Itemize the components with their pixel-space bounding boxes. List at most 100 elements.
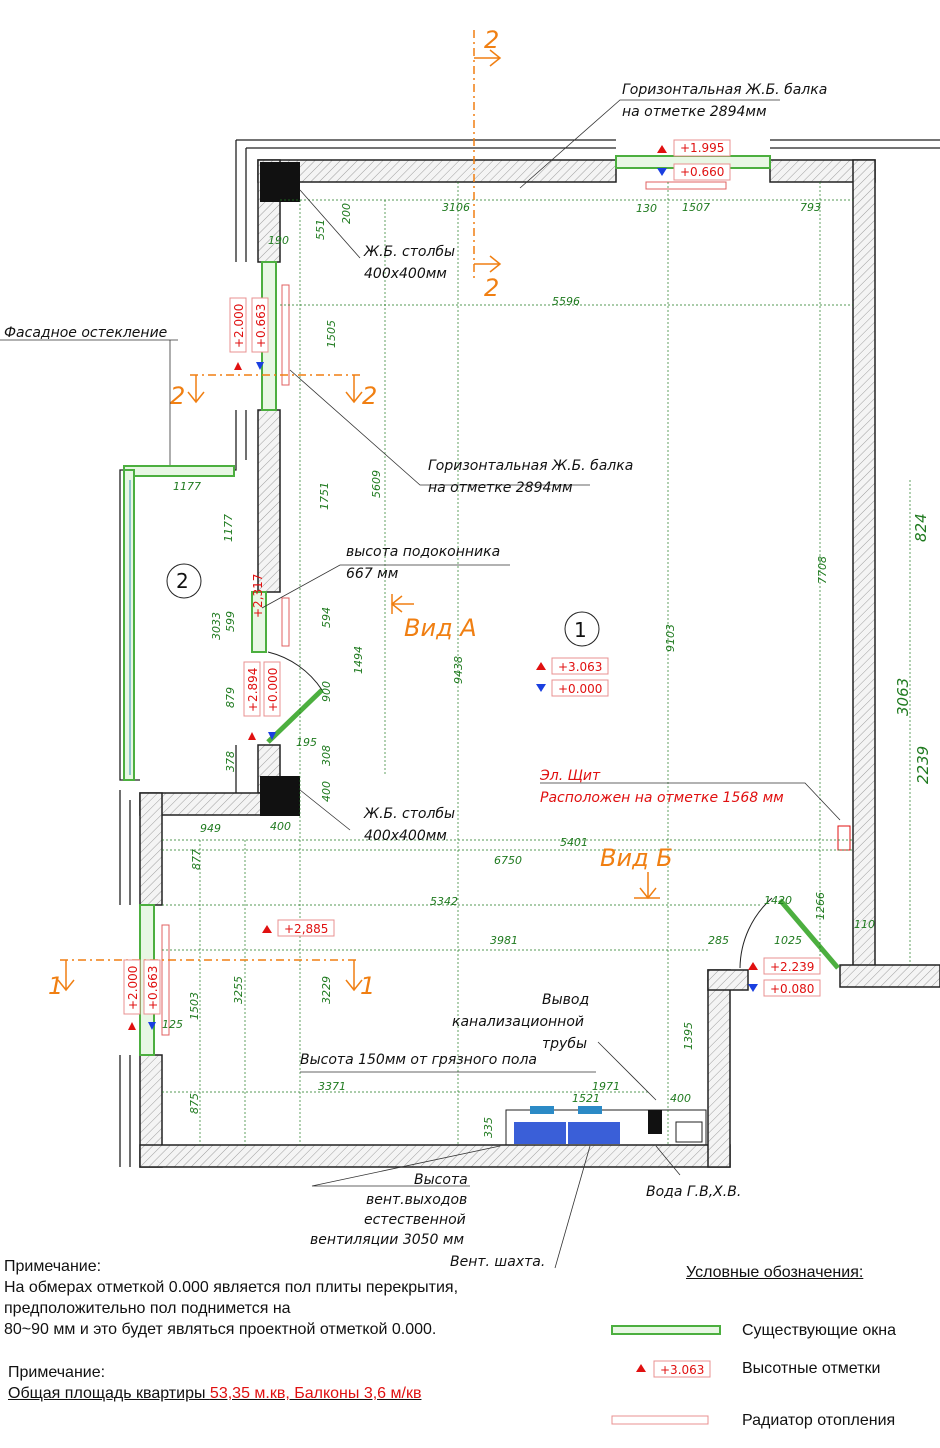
dim-text: 1971 bbox=[592, 1080, 620, 1093]
columns-bottom-line2: 400х400мм bbox=[364, 828, 447, 844]
vent-line5: Вент. шахта. bbox=[450, 1254, 545, 1270]
dim-text: 195 bbox=[296, 736, 317, 749]
beam-top-line2: на отметке 2894мм bbox=[622, 104, 767, 120]
elev-text: +0.080 bbox=[770, 982, 814, 996]
section-2-bottom: 2 bbox=[484, 274, 499, 302]
dim-text: 5401 bbox=[560, 836, 588, 849]
section-1-right: 1 bbox=[360, 972, 375, 1000]
dim-text: 6750 bbox=[494, 854, 522, 867]
elev-text: +0.660 bbox=[680, 165, 724, 179]
sewer-line3: трубы bbox=[542, 1036, 587, 1052]
section-2-left: 2 bbox=[170, 382, 185, 410]
legend-marks: Высотные отметки bbox=[742, 1360, 881, 1377]
dim-text: 2239 bbox=[914, 746, 932, 784]
dim-text: 3255 bbox=[232, 976, 245, 1004]
dim-text: 877 bbox=[190, 849, 203, 870]
room-1-circle bbox=[564, 611, 600, 647]
dim-text: 1521 bbox=[572, 1092, 600, 1105]
sewer-line2: канализационной bbox=[452, 1014, 584, 1030]
section-2-right: 2 bbox=[362, 382, 377, 410]
dim-text: 3981 bbox=[490, 934, 518, 947]
elev-text: +2.239 bbox=[770, 960, 814, 974]
dim-text: 400 bbox=[670, 1092, 691, 1105]
column-top bbox=[260, 162, 300, 202]
legend-radiator: Радиатор отопления bbox=[742, 1412, 896, 1429]
area-value: 53,35 м.кв, Балконы 3,6 м/кв bbox=[209, 1385, 422, 1402]
columns-top-line2: 400х400мм bbox=[364, 266, 447, 282]
elev-text: +3.063 bbox=[558, 660, 602, 674]
dim-text: 9438 bbox=[452, 656, 465, 684]
vent-line1: Высота bbox=[414, 1172, 468, 1188]
dim-text: 1025 bbox=[774, 934, 802, 947]
view-a-label: Вид А bbox=[404, 614, 477, 642]
dim-text: 3063 bbox=[894, 678, 912, 716]
vent-line4: вентиляции 3050 мм bbox=[310, 1232, 464, 1248]
elev-text: +0.663 bbox=[146, 966, 160, 1010]
dim-text: 900 bbox=[320, 681, 333, 702]
notes-title-1: Примечание: bbox=[4, 1258, 102, 1275]
dim-text: 879 bbox=[224, 687, 237, 708]
dimension-lines bbox=[162, 182, 911, 1145]
dim-text: 1266 bbox=[814, 892, 827, 920]
view-b-label: Вид Б bbox=[600, 844, 673, 872]
dim-text: 1507 bbox=[682, 201, 710, 214]
dim-text: 3371 bbox=[318, 1080, 346, 1093]
dim-text: 190 bbox=[268, 234, 289, 247]
panel-line1: Эл. Щит bbox=[539, 768, 601, 784]
vent-line2: вент.выходов bbox=[366, 1192, 467, 1208]
notes-line-2: предположительно пол поднимется на bbox=[4, 1300, 291, 1317]
dim-text: 875 bbox=[188, 1093, 201, 1114]
notes-block-2: Примечание: Общая площадь квартиры 53,35… bbox=[8, 1362, 421, 1404]
room-2-number: 2 bbox=[176, 569, 189, 593]
dim-text: 400 bbox=[320, 781, 333, 802]
panel-line2: Расположен на отметке 1568 мм bbox=[540, 790, 784, 806]
legend-symbols: +3.063 bbox=[611, 1325, 721, 1425]
dim-text: 1177 bbox=[173, 480, 201, 493]
radiators bbox=[161, 181, 727, 1036]
notes-line-3: 80~90 мм и это будет являться проектной … bbox=[4, 1321, 437, 1338]
dim-text: 1420 bbox=[764, 894, 792, 907]
dim-text: 9103 bbox=[664, 624, 677, 652]
room-1-number: 1 bbox=[574, 618, 587, 642]
column-bottom bbox=[260, 776, 300, 816]
electric-panel bbox=[837, 825, 851, 851]
vent-line3: естественной bbox=[364, 1212, 466, 1228]
dim-text: 599 bbox=[224, 611, 237, 632]
columns-bottom-line1: Ж.Б. столбы bbox=[363, 806, 455, 822]
leader-lines bbox=[0, 99, 841, 1269]
dim-text: 130 bbox=[636, 202, 657, 215]
sill-line1: высота подоконника bbox=[346, 544, 500, 560]
dim-text: 5342 bbox=[430, 895, 458, 908]
dim-text: 7708 bbox=[816, 556, 829, 584]
section-markers bbox=[57, 30, 660, 992]
dim-text: 125 bbox=[162, 1018, 183, 1031]
dim-text: 1505 bbox=[325, 320, 338, 348]
doors bbox=[266, 651, 840, 970]
legend-title: Условные обозначения: bbox=[686, 1264, 864, 1281]
dim-text: 1751 bbox=[318, 482, 331, 510]
dim-text: 335 bbox=[482, 1117, 495, 1138]
water-label: Вода Г.В,Х.В. bbox=[646, 1184, 741, 1200]
elev-text: +2.000 bbox=[232, 304, 246, 348]
elev-text: +2.000 bbox=[126, 966, 140, 1010]
notes-block-1: Примечание: На обмерах отметкой 0.000 яв… bbox=[4, 1256, 458, 1340]
beam-top-line1: Горизонтальная Ж.Б. балка bbox=[622, 82, 827, 98]
section-2-top: 2 bbox=[484, 26, 499, 54]
annotations: Горизонтальная Ж.Б. балка на отметке 289… bbox=[4, 82, 827, 1270]
dim-text: 285 bbox=[708, 934, 729, 947]
beam-mid-line1: Горизонтальная Ж.Б. балка bbox=[428, 458, 633, 474]
facade-lines bbox=[119, 139, 940, 1167]
sill-line2: 667 мм bbox=[346, 566, 399, 582]
legend-windows: Существующие окна bbox=[742, 1322, 896, 1339]
area-prefix: Общая площадь квартиры bbox=[8, 1385, 210, 1402]
elevation-marks: +1.995 +0.660 +2.000 +0.663 +2,317 +2.89… bbox=[123, 139, 821, 1030]
notes-title-2: Примечание: bbox=[8, 1364, 106, 1381]
elev-text: +2.894 bbox=[246, 668, 260, 712]
dim-text: 378 bbox=[224, 751, 237, 772]
section-1-left: 1 bbox=[48, 972, 63, 1000]
elev-text: +0.000 bbox=[266, 668, 280, 712]
dim-text: 793 bbox=[800, 201, 821, 214]
dim-text: 594 bbox=[320, 607, 333, 628]
dim-text: 200 bbox=[340, 203, 353, 224]
